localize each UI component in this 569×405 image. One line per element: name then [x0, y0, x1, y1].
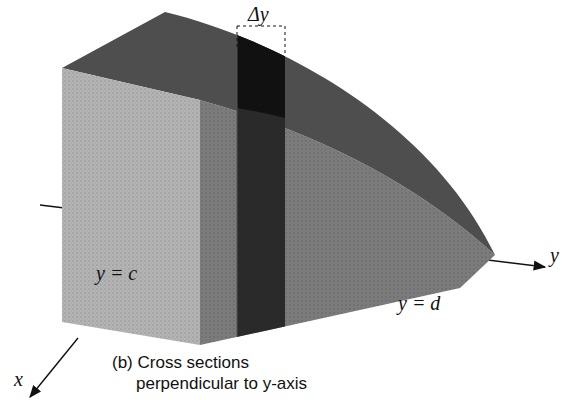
- slab-top: [237, 0, 285, 118]
- dashed-guide: [285, 26, 286, 55]
- plane-label: y = d: [398, 292, 440, 314]
- plane-label: y = c: [96, 262, 137, 284]
- dashed-guide: [237, 26, 285, 27]
- axis-label: x: [14, 368, 23, 390]
- dashed-guide: [237, 26, 238, 48]
- delta-label: Δy: [248, 3, 269, 25]
- axis-label: y: [550, 244, 559, 266]
- front-face: [62, 68, 200, 345]
- figure-caption: (b) Cross sections perpendicular to y-ax…: [112, 352, 336, 395]
- slab: [237, 0, 285, 405]
- x-axis: [30, 338, 78, 397]
